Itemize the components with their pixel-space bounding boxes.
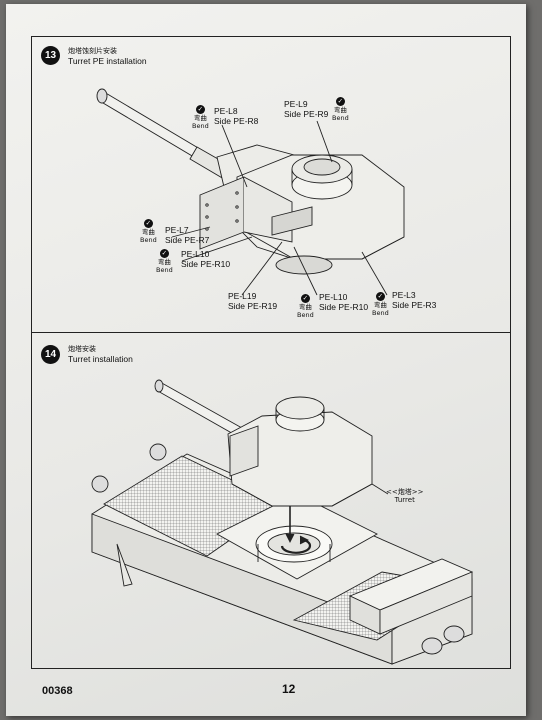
part-label: PE-L19 <box>228 291 257 301</box>
bend-note-l7: ✓ 弯曲 Bend <box>140 219 157 244</box>
callout-pe-l9: PE-L9 Side PE-R9 <box>284 99 328 119</box>
step-13-title-cn: 炮塔蚀刻片安装 <box>68 47 117 55</box>
callout-pe-l8: PE-L8 Side PE-R8 <box>214 106 258 126</box>
side-label: Side PE-R3 <box>392 300 437 310</box>
bend-en: Bend <box>192 121 209 130</box>
callout-pe-l10a: PE-L10 Side PE-R10 <box>181 249 230 269</box>
bend-cn: 弯曲 <box>193 114 207 122</box>
check-icon: ✓ <box>300 294 310 303</box>
turret-installation-drawing <box>91 379 474 665</box>
kit-number: 00368 <box>42 685 73 697</box>
bend-cn: 弯曲 <box>298 303 312 311</box>
step-14-number: 14 <box>41 345 60 364</box>
check-icon: ✓ <box>143 219 153 228</box>
step-divider <box>32 332 510 333</box>
side-label: Side PE-R19 <box>228 301 278 311</box>
bend-cn: 弯曲 <box>141 228 155 236</box>
callout-pe-l10b: PE-L10 Side PE-R10 <box>319 292 368 312</box>
check-icon: ✓ <box>375 292 385 301</box>
step-14-title-en: Turret installation <box>68 354 133 364</box>
instruction-sheet: 13 炮塔蚀刻片安装 Turret PE installation <box>6 4 526 716</box>
callout-pe-l7: PE-L7 Side PE-R7 <box>165 225 209 245</box>
bend-en: Bend <box>372 308 389 317</box>
turret-label: <<炮塔>> Turret <box>386 488 424 504</box>
bend-note-l8: ✓ 弯曲 Bend <box>192 105 209 130</box>
side-label: Side PE-R9 <box>284 109 329 119</box>
bend-note-l10b: ✓ 弯曲 Bend <box>297 294 314 319</box>
check-icon: ✓ <box>195 105 205 114</box>
turret-pe-drawing <box>96 88 405 296</box>
part-label: PE-L10 <box>319 292 348 302</box>
bend-en: Bend <box>297 310 314 319</box>
bend-en: Bend <box>140 235 157 244</box>
callout-pe-l19: PE-L19 Side PE-R19 <box>228 291 277 311</box>
bend-en: Bend <box>156 265 173 274</box>
bend-note-l10a: ✓ 弯曲 Bend <box>156 249 173 274</box>
bend-en: Bend <box>332 113 349 122</box>
side-label: Side PE-R8 <box>214 116 259 126</box>
part-label: PE-L8 <box>214 106 238 116</box>
bend-note-l9: ✓ 弯曲 Bend <box>332 97 349 122</box>
bend-cn: 弯曲 <box>157 258 171 266</box>
bend-cn: 弯曲 <box>333 106 347 114</box>
turret-label-en: Turret <box>394 495 415 504</box>
side-label: Side PE-R7 <box>165 235 210 245</box>
check-icon: ✓ <box>335 97 345 106</box>
step-13-title-en: Turret PE installation <box>68 56 147 66</box>
step-14-title-cn: 炮塔安装 <box>68 345 96 353</box>
step-13-number: 13 <box>41 46 60 65</box>
page-number: 12 <box>282 682 296 696</box>
check-icon: ✓ <box>159 249 169 258</box>
callout-pe-l3: PE-L3 Side PE-R3 <box>392 290 436 310</box>
turret-label-cn: <<炮塔>> <box>386 488 424 496</box>
bend-note-l3: ✓ 弯曲 Bend <box>372 292 389 317</box>
part-label: PE-L10 <box>181 249 210 259</box>
part-label: PE-L3 <box>392 290 416 300</box>
side-label: Side PE-R10 <box>181 259 231 269</box>
side-label: Side PE-R10 <box>319 302 369 312</box>
part-label: PE-L9 <box>284 99 308 109</box>
part-label: PE-L7 <box>165 225 189 235</box>
instruction-frame: 13 炮塔蚀刻片安装 Turret PE installation <box>31 36 511 669</box>
bend-cn: 弯曲 <box>373 301 387 309</box>
